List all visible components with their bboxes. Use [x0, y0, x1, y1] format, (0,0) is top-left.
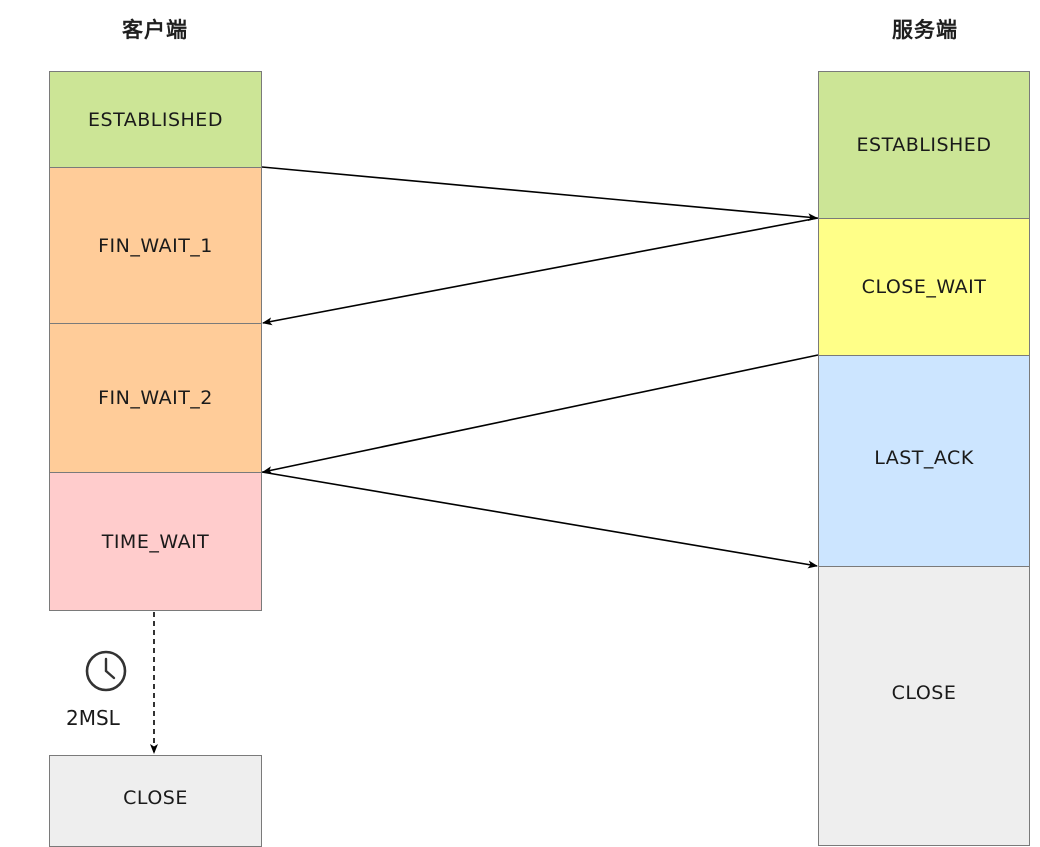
- clock-icon: [85, 650, 127, 692]
- server-state-close: CLOSE: [818, 566, 1030, 846]
- arrow-fin-server-to-client: [262, 354, 819, 475]
- arrow-fin-client-to-server: [261, 166, 818, 222]
- arrow-ack-client-to-server: [261, 471, 818, 569]
- client-title: 客户端: [122, 18, 188, 42]
- timer-label: 2MSL: [66, 706, 120, 730]
- arrow-ack-server-to-client: [262, 217, 819, 326]
- server-state-last-ack: LAST_ACK: [818, 355, 1030, 567]
- server-title: 服务端: [892, 18, 958, 42]
